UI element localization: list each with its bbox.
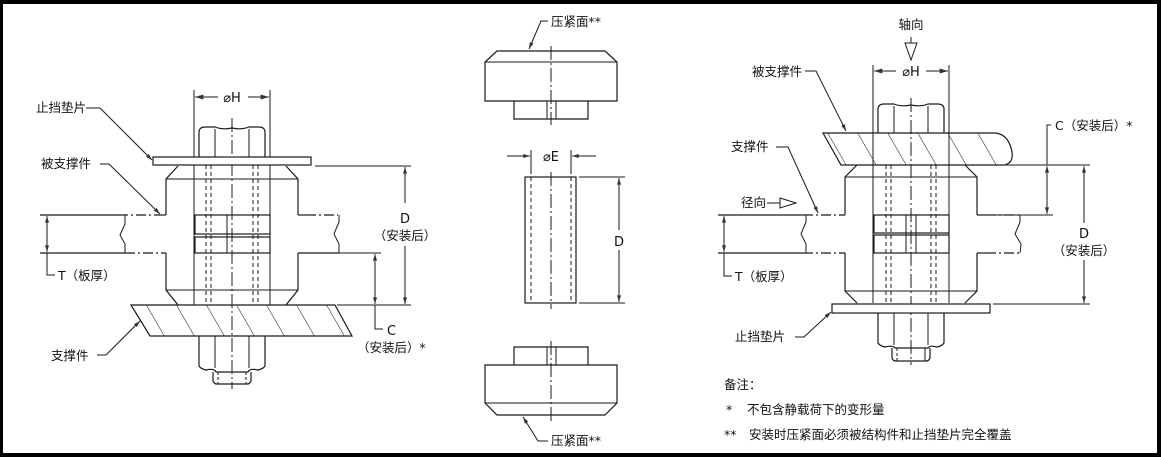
middle-bottom-boss	[513, 346, 589, 365]
right-axial-arrow-head	[904, 42, 918, 62]
middle-bottom-clamp-leader	[522, 416, 548, 442]
left-bolt-shank-hidden	[205, 165, 259, 305]
left-sleeve-in-plate-upper	[194, 214, 271, 235]
left-d-note: （安装后）	[374, 228, 437, 243]
left-dia-h-label: ⌀H	[223, 91, 241, 106]
right-sleeve-in-plate-upper	[873, 214, 950, 234]
right-axial-label: 轴向	[898, 17, 923, 32]
left-support-member-label: 支撑件	[51, 348, 89, 363]
right-d-note: （安装后）	[1053, 243, 1116, 258]
right-plate-break-right	[1014, 215, 1022, 254]
middle-component-view	[484, 20, 625, 442]
right-c-leader	[1046, 124, 1051, 165]
left-t-leader	[46, 253, 55, 276]
left-supported-member-leader	[100, 163, 161, 215]
left-support-member-leader	[97, 320, 141, 356]
middle-bottom-clamp-face-label: 压紧面**	[551, 433, 601, 448]
left-support-member	[129, 304, 354, 337]
frame-bottom	[0, 453, 1161, 457]
right-support-member-leader	[776, 146, 819, 214]
left-assembly-view	[40, 90, 411, 389]
note-2-marker: **	[724, 427, 737, 442]
left-bolt-end	[212, 372, 252, 385]
right-c-label: C（安装后）*	[1055, 118, 1132, 133]
right-t-leader	[723, 253, 732, 277]
left-d-label: D	[400, 212, 410, 227]
left-c-note: （安装后）*	[357, 340, 426, 355]
notes-block: 备注： * 不包含静载荷下的变形量 ** 安装时压紧面必须被结构件和止挡垫片完全…	[724, 377, 1012, 442]
left-supported-member-label: 被支撑件	[41, 156, 91, 171]
left-plate-break-right	[333, 215, 340, 253]
right-supported-member-leader	[805, 70, 847, 132]
left-c-leader	[374, 305, 383, 330]
right-stop-washer-leader	[795, 311, 832, 338]
right-supported-member	[821, 132, 1013, 166]
right-stop-washer	[831, 303, 991, 314]
middle-d-label: D	[614, 235, 624, 250]
left-stop-washer-label: 止挡垫片	[36, 100, 86, 115]
right-plate-break-left	[800, 215, 807, 253]
middle-sleeve	[524, 176, 577, 304]
note-1-text: 不包含静载荷下的变形量	[747, 402, 885, 417]
left-plate-break-left	[119, 215, 126, 253]
note-1-marker: *	[726, 402, 732, 417]
right-assembly-view	[718, 37, 1090, 365]
left-stop-washer-leader	[86, 107, 153, 161]
middle-top-clamp-leader	[528, 20, 548, 50]
right-d-label: D	[1079, 227, 1089, 242]
right-radial-arrow-head	[779, 197, 798, 209]
middle-top-clamp-face-label: 压紧面**	[551, 14, 601, 29]
notes-heading: 备注：	[724, 377, 762, 392]
note-2-text: 安装时压紧面必须被结构件和止挡垫片完全覆盖	[749, 427, 1012, 442]
left-bolt-head	[198, 126, 266, 157]
right-bolt-head	[877, 103, 945, 133]
right-radial-label: 径向	[741, 195, 766, 210]
middle-top-boss	[513, 101, 589, 120]
right-dia-h-label: ⌀H	[902, 65, 920, 80]
left-sleeve-in-plate-lower	[194, 236, 271, 254]
frame-left	[0, 0, 3, 457]
right-bolt-shank-hidden	[885, 165, 937, 303]
frame-right	[1157, 0, 1161, 457]
frame-top	[0, 0, 1161, 4]
left-nut	[198, 336, 266, 373]
left-stop-washer	[152, 156, 312, 166]
right-bolt-end	[891, 348, 931, 362]
right-thickness-label: T（板厚）	[734, 269, 793, 284]
middle-dia-e-label: ⌀E	[543, 150, 559, 165]
right-nut	[877, 313, 945, 349]
right-sleeve-in-plate-lower	[873, 234, 950, 254]
right-stop-washer-label: 止挡垫片	[735, 329, 785, 344]
right-support-member-label: 支撑件	[731, 139, 769, 154]
left-thickness-label: T（板厚）	[57, 268, 116, 283]
left-c-label: C	[387, 324, 396, 339]
right-plate	[718, 214, 1022, 254]
right-supported-member-label: 被支撑件	[752, 64, 802, 79]
